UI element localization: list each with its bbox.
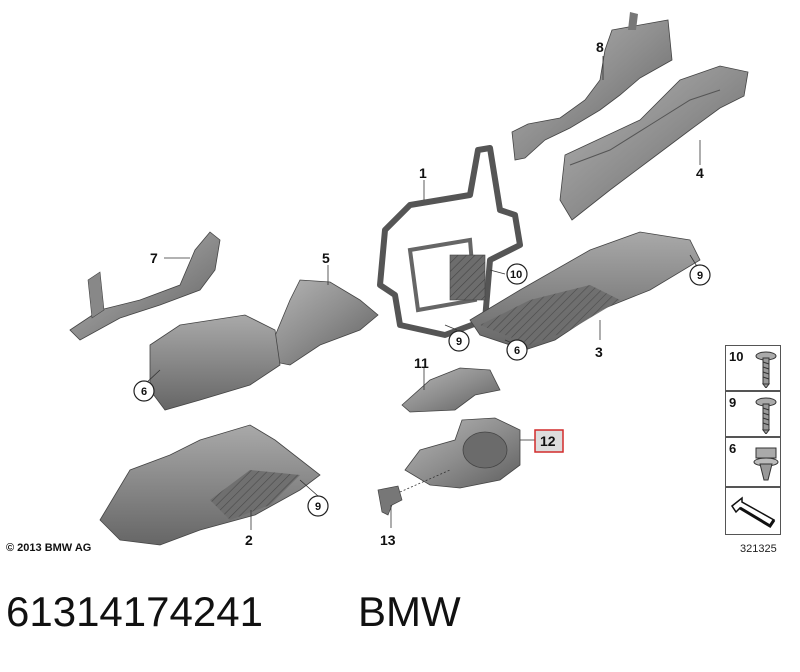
screw-icon <box>755 351 777 388</box>
part-4-duct <box>559 65 749 221</box>
part-7-bracket <box>69 231 221 341</box>
fastener-legend: 10 9 6 <box>725 345 781 535</box>
svg-text:10: 10 <box>510 269 522 281</box>
screw-icon <box>755 397 777 434</box>
part-1-frame <box>377 145 523 338</box>
svg-text:9: 9 <box>315 501 321 513</box>
circled-callout-9: 9 <box>307 495 329 517</box>
legend-label: 6 <box>729 441 737 456</box>
legend-item-6: 6 <box>725 437 781 487</box>
svg-text:9: 9 <box>456 336 462 348</box>
callout-8: 8 <box>596 39 604 55</box>
legend-label: 10 <box>729 349 744 364</box>
legend-label: 9 <box>729 395 737 410</box>
circled-callout-10: 10 <box>506 263 528 285</box>
part-12-steering-column-cover <box>404 417 521 489</box>
direction-arrow-icon <box>730 496 776 529</box>
part-6-housing <box>149 314 281 411</box>
svg-text:6: 6 <box>514 345 520 357</box>
circled-callout-6: 6 <box>133 380 155 402</box>
callout-1: 1 <box>419 165 427 181</box>
part-8-bracket <box>511 12 673 161</box>
callout-7: 7 <box>150 250 158 266</box>
callout-12-box <box>534 429 564 453</box>
callout-3: 3 <box>595 344 603 360</box>
legend-arrow-cell <box>725 487 781 535</box>
diagram-id: 321325 <box>740 543 777 555</box>
legend-item-9: 9 <box>725 391 781 437</box>
svg-text:9: 9 <box>697 270 703 282</box>
legend-item-10: 10 <box>725 345 781 391</box>
callout-12[interactable]: 12 <box>540 433 556 449</box>
brand-name: BMW <box>358 588 461 635</box>
part-13-clip <box>377 485 403 516</box>
copyright-text: © 2013 BMW AG <box>6 542 92 554</box>
callout-2: 2 <box>245 532 253 548</box>
part-5-cover <box>264 279 379 366</box>
clip-nut-icon <box>753 447 779 481</box>
callout-4: 4 <box>696 165 704 181</box>
circled-callout-9: 9 <box>689 264 711 286</box>
part-number: 61314174241 <box>6 588 263 635</box>
callout-11: 11 <box>414 355 429 371</box>
callout-5: 5 <box>322 250 330 266</box>
circled-callout-6: 6 <box>506 339 528 361</box>
svg-text:6: 6 <box>141 386 147 398</box>
circled-callout-9: 9 <box>448 330 470 352</box>
part-11-panel <box>401 367 501 413</box>
part-2-tray <box>99 424 321 546</box>
leader-lines <box>143 56 701 530</box>
callout-13: 13 <box>380 532 396 548</box>
